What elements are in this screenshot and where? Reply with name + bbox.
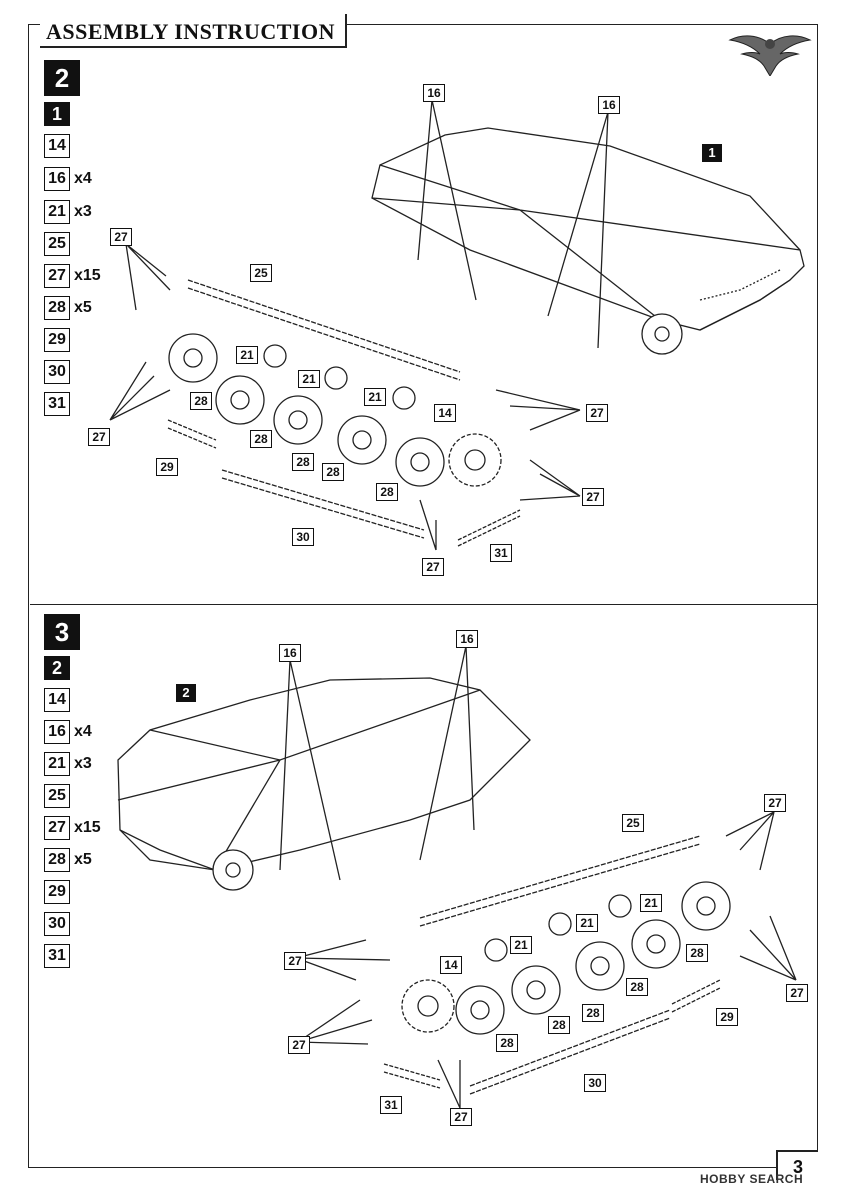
part-list-item: 31 [44,944,74,968]
part-number: 30 [44,360,70,384]
part-callout: 14 [434,404,456,422]
part-number: 21 [44,200,70,224]
part-callout: 30 [292,528,314,546]
part-number: 27 [44,264,70,288]
part-list-item: 31 [44,392,74,416]
step-divider [30,604,818,605]
part-list-item: 25 [44,232,74,256]
watermark: HOBBY SEARCH [700,1172,804,1186]
part-number: 14 [44,688,70,712]
hull-reference-chip: 1 [702,144,722,162]
part-callout: 28 [496,1034,518,1052]
part-callout: 28 [292,453,314,471]
part-callout: 28 [548,1016,570,1034]
part-callout: 27 [764,794,786,812]
part-callout: 27 [422,558,444,576]
part-callout: 28 [376,483,398,501]
part-callout: 16 [598,96,620,114]
part-callout: 21 [510,936,532,954]
part-number: 14 [44,134,70,158]
part-callout: 31 [490,544,512,562]
part-callout: 21 [640,894,662,912]
part-quantity: x5 [74,851,92,868]
part-callout: 14 [440,956,462,974]
part-number: 30 [44,912,70,936]
part-callout: 27 [110,228,132,246]
part-callout: 16 [279,644,301,662]
page-frame [28,24,818,1168]
part-callout: 28 [250,430,272,448]
part-callout: 27 [284,952,306,970]
part-quantity: x3 [74,203,92,220]
part-callout: 27 [288,1036,310,1054]
part-number: 31 [44,392,70,416]
part-callout: 29 [156,458,178,476]
part-number: 29 [44,880,70,904]
part-callout: 28 [582,1004,604,1022]
part-callout: 16 [456,630,478,648]
part-list-item: 30 [44,912,74,936]
part-number: 29 [44,328,70,352]
part-list-item: 29 [44,328,74,352]
part-callout: 27 [88,428,110,446]
part-callout: 28 [626,978,648,996]
part-quantity: x4 [74,723,92,740]
part-number: 16 [44,720,70,744]
part-number: 31 [44,944,70,968]
part-callout: 27 [582,488,604,506]
part-list-item: 14 [44,134,74,158]
page-number: 3 [776,1150,818,1180]
part-callout: 31 [380,1096,402,1114]
part-callout: 21 [576,914,598,932]
part-number: 28 [44,296,70,320]
part-callout: 21 [364,388,386,406]
prerequisite-step: 2 [44,656,70,680]
part-quantity: x4 [74,170,92,187]
part-callout: 25 [622,814,644,832]
part-callout: 16 [423,84,445,102]
part-list-item: 14 [44,688,74,712]
part-callout: 28 [686,944,708,962]
part-callout: 21 [298,370,320,388]
part-quantity: x5 [74,299,92,316]
part-number: 21 [44,752,70,776]
hull-reference-chip: 2 [176,684,196,702]
part-number: 25 [44,784,70,808]
part-callout: 28 [322,463,344,481]
part-callout: 29 [716,1008,738,1026]
step-number: 3 [44,614,80,650]
step-number: 2 [44,60,80,96]
part-callout: 27 [586,404,608,422]
part-list-item: 25 [44,784,74,808]
part-number: 28 [44,848,70,872]
part-quantity: x15 [74,819,101,836]
part-callout: 25 [250,264,272,282]
part-list-item: 30 [44,360,74,384]
part-callout: 27 [450,1108,472,1126]
prerequisite-step: 1 [44,102,70,126]
part-callout: 21 [236,346,258,364]
part-number: 16 [44,167,70,191]
part-callout: 30 [584,1074,606,1092]
part-quantity: x15 [74,267,101,284]
part-number: 25 [44,232,70,256]
part-quantity: x3 [74,755,92,772]
eagle-logo-icon [728,35,812,76]
part-callout: 28 [190,392,212,410]
part-list-item: 29 [44,880,74,904]
part-number: 27 [44,816,70,840]
page-title: ASSEMBLY INSTRUCTION [40,14,347,48]
part-callout: 27 [786,984,808,1002]
